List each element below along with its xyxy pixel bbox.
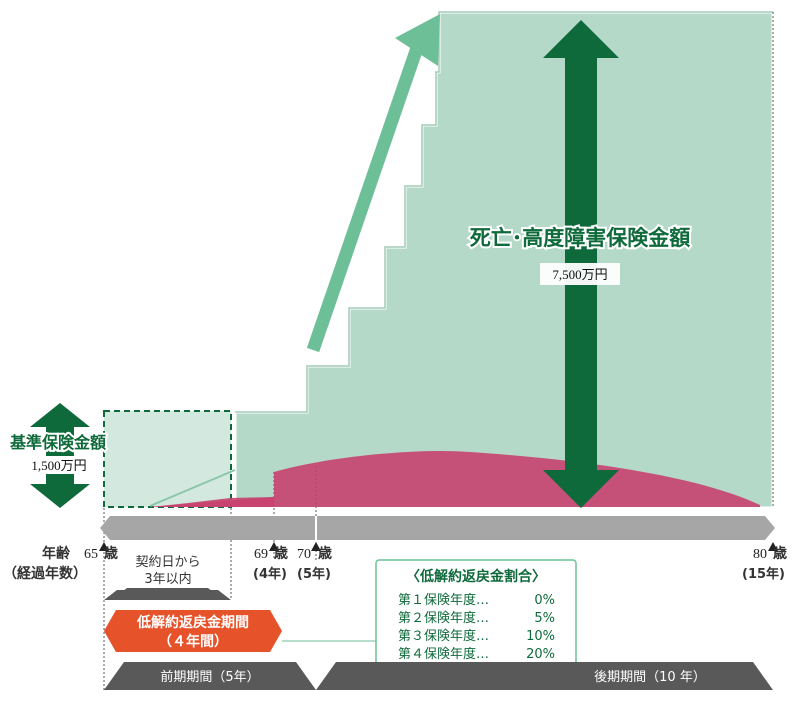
- age-axis-label: 年齢: [42, 545, 71, 562]
- elapsed-5: (5年): [297, 566, 331, 582]
- age-70-value: 70: [297, 547, 311, 562]
- refund-ratio-title: 〈低解約返戻金割合〉: [406, 568, 546, 585]
- elapsed-4: (4年): [253, 566, 287, 582]
- elapsed-years-label: （経過年数）: [3, 565, 87, 582]
- base-amount-arrow: [30, 403, 90, 508]
- step-outline: [235, 11, 773, 413]
- coverage-step-area: [233, 10, 775, 510]
- refund-ratio-value: 20%: [526, 647, 555, 662]
- low-refund-period-line1: 低解約返戻金期間: [136, 614, 249, 631]
- refund-ratio-value: 5%: [534, 611, 555, 626]
- age-marker-65: [99, 542, 109, 551]
- age-marker-80: [768, 542, 778, 551]
- refund-ratio-value: 10%: [526, 629, 555, 644]
- age-80-value: 80: [753, 547, 767, 562]
- elapsed-15: (15年): [742, 566, 785, 582]
- refund-ratio-value: 0%: [534, 593, 555, 608]
- contract-note-base-full: [104, 590, 231, 600]
- early-period-bar: [104, 662, 316, 690]
- cash-value-low: [150, 497, 274, 507]
- age-80-unit: 歳: [773, 545, 787, 562]
- refund-ratio-label: 第２保険年度…: [398, 610, 489, 626]
- age-70-unit: 歳: [318, 545, 332, 562]
- base-amount-bg: [24, 456, 94, 474]
- refund-ratio-label: 第３保険年度…: [398, 628, 489, 644]
- contract-period-box: [103, 410, 232, 508]
- age-marker-70: [311, 542, 321, 551]
- age-65-value: 65: [84, 547, 98, 562]
- age-69-value: 69: [254, 547, 268, 562]
- late-period-label: 後期期間（10 年）: [594, 670, 706, 685]
- refund-ratio-label: 第１保険年度…: [398, 592, 489, 608]
- cash-value-area: [150, 450, 760, 507]
- growth-line: [149, 469, 236, 507]
- low-refund-period-line2: （４年間）: [158, 633, 228, 650]
- low-refund-period-badge: [104, 610, 282, 652]
- contract-note-line2: 3年以内: [144, 571, 191, 587]
- growth-arrow: [306, 14, 440, 353]
- base-amount-label: 基準保険金額: [9, 433, 106, 452]
- age-69-unit: 歳: [274, 545, 288, 562]
- refund-ratio-list: 第１保険年度… 0% 第２保険年度… 5% 第３保険年度… 10% 第４保険年度…: [398, 592, 555, 662]
- early-period-label: 前期期間（5年）: [160, 669, 259, 685]
- age-marker-69: [269, 542, 279, 551]
- death-amount-bg: [540, 263, 620, 285]
- contract-note-line1: 契約日から: [135, 555, 200, 570]
- base-amount-value: 1,500万円: [31, 458, 86, 473]
- refund-ratio-label: 第４保険年度…: [398, 646, 489, 662]
- age-65-unit: 歳: [104, 545, 118, 562]
- death-disability-label: 死亡･高度障害保険金額: [470, 226, 691, 250]
- late-period-bar: [316, 662, 773, 690]
- death-disability-amount: 7,500万円: [552, 267, 607, 282]
- timeline-bar: [100, 516, 775, 540]
